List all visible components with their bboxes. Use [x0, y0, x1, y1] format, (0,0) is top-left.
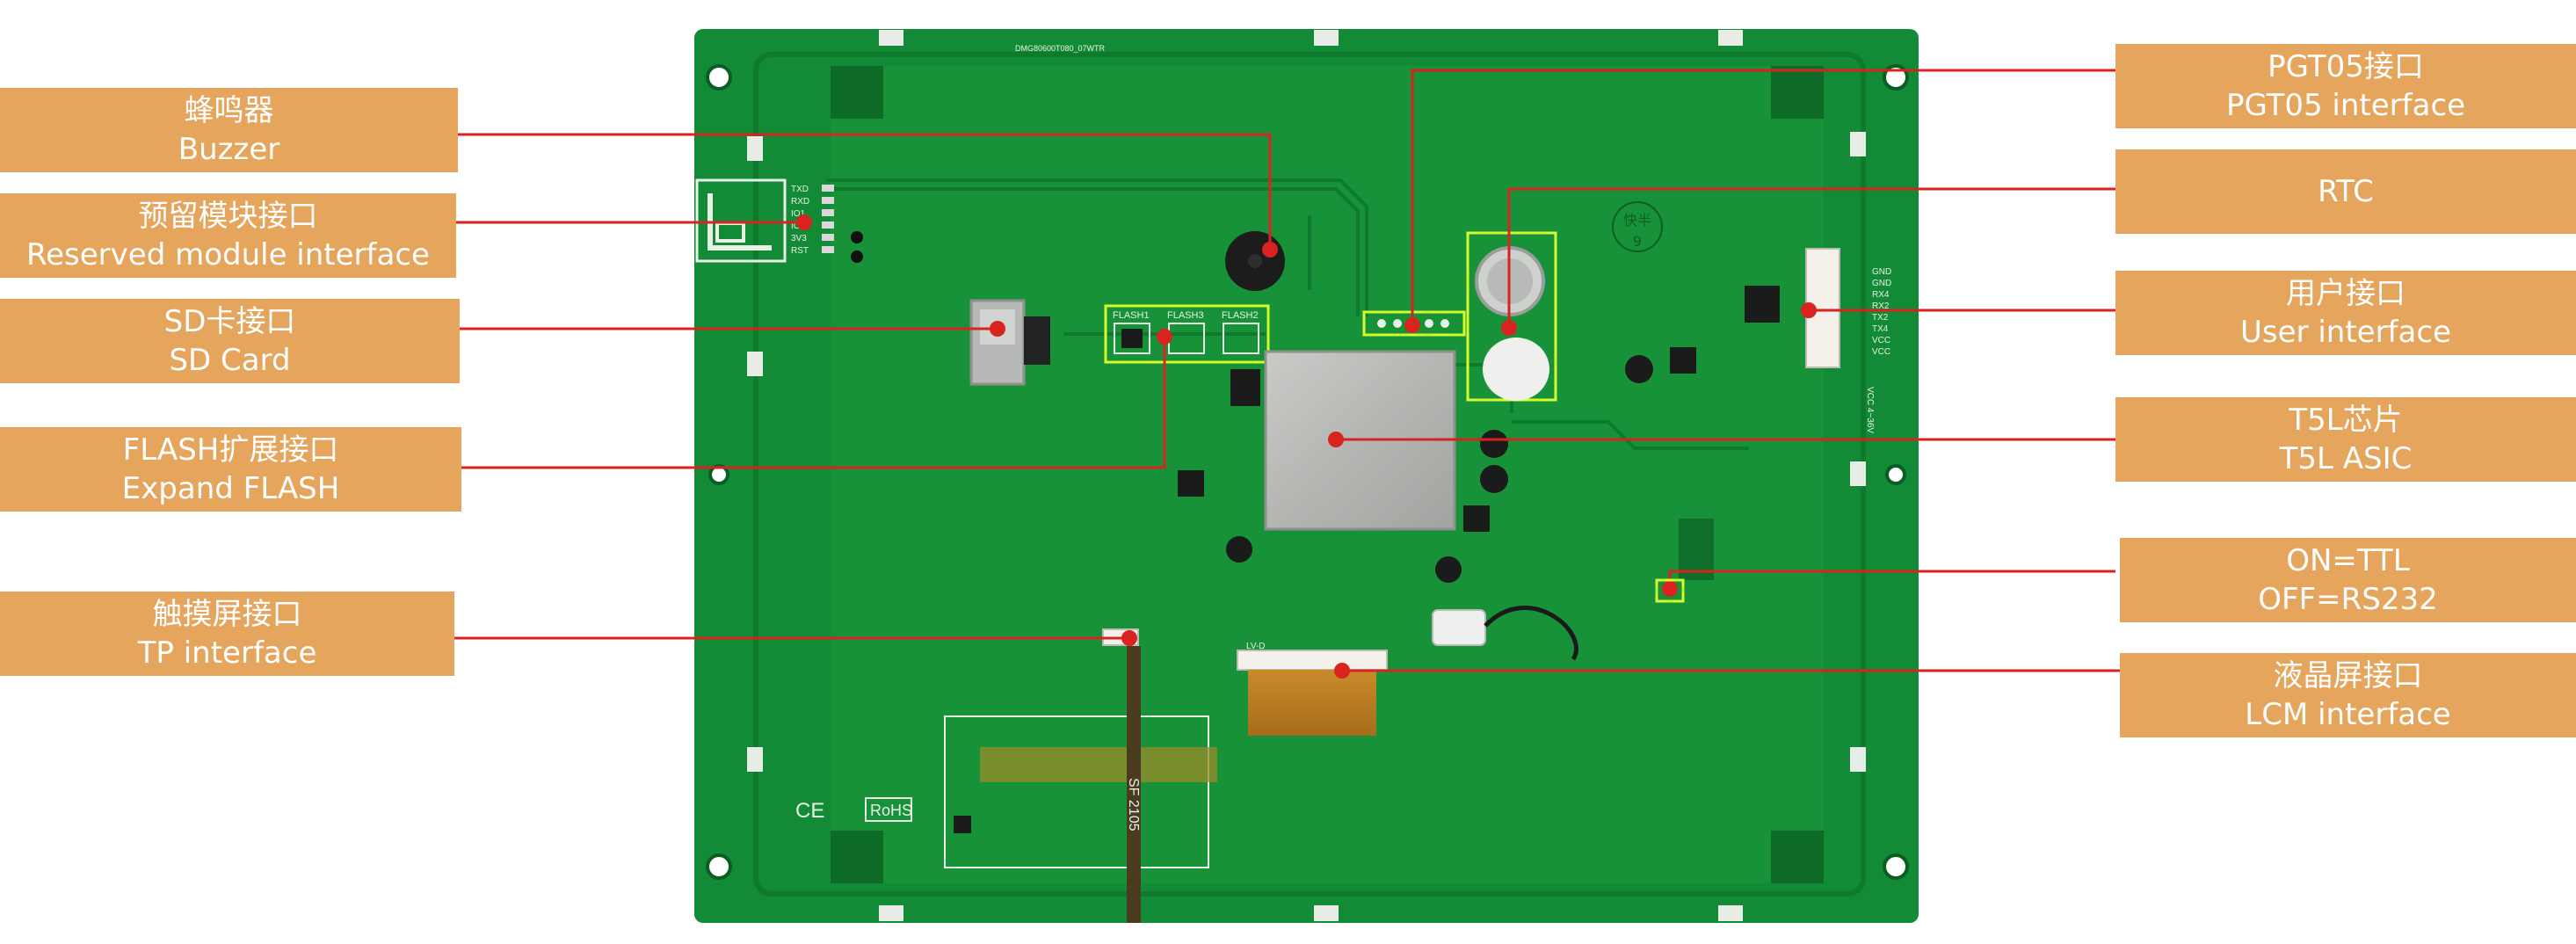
- fpc-outline: [944, 715, 1209, 868]
- vcc-label: VCC 4~36V: [1865, 387, 1875, 433]
- pin-label: GND: [1872, 267, 1891, 277]
- smd-part: [851, 251, 863, 263]
- callout-user-zh: 用户接口: [2286, 276, 2405, 311]
- callout-ttl-en: OFF=RS232: [2258, 582, 2438, 617]
- callout-sdcard-zh: SD卡接口: [163, 304, 296, 339]
- inspection-stamp: [1612, 201, 1663, 252]
- callout-t5l-en: T5L ASIC: [2279, 441, 2413, 476]
- pin-label: VCC: [1872, 347, 1890, 357]
- pin-label: TX2: [1872, 313, 1889, 323]
- callout-flash-zh: FLASH扩展接口: [122, 432, 339, 468]
- lcm-connector: LV-D: [1237, 642, 1388, 736]
- buzzer-component: [1225, 231, 1285, 291]
- callout-pgt05-zh: PGT05接口: [2268, 49, 2424, 84]
- pin-label: 3V3: [791, 234, 807, 243]
- callout-pgt05-en: PGT05 interface: [2225, 88, 2466, 123]
- callout-user: 用户接口 User interface: [2115, 271, 2576, 355]
- callout-lcm: 液晶屏接口 LCM interface: [2120, 653, 2576, 737]
- pcb-board: TXD RXD IO1 IO2 3V3 RST DMG80600T080_07W…: [694, 29, 1919, 923]
- power-components: [1178, 347, 1714, 583]
- flash-area: FLASH1 FLASH3 FLASH2: [1104, 304, 1270, 364]
- pin-label: TX4: [1872, 324, 1889, 334]
- smd-part: [851, 231, 863, 243]
- callout-buzzer-zh: 蜂鸣器: [184, 93, 274, 128]
- callout-tp-en: TP interface: [137, 635, 317, 671]
- pin-label: RST: [791, 246, 809, 256]
- pin-label: RX2: [1872, 301, 1890, 311]
- corner-pad: [1771, 831, 1824, 883]
- callout-sdcard: SD卡接口 SD Card: [0, 299, 460, 383]
- board-code: DMG80600T080_07WTR: [1015, 44, 1106, 53]
- callout-rtc: RTC: [2115, 149, 2576, 234]
- ic-chip: [1230, 369, 1260, 406]
- callout-reserved-en: Reserved module interface: [26, 237, 430, 272]
- callout-pgt05: PGT05接口 PGT05 interface: [2115, 44, 2576, 128]
- pin-label: TXD: [791, 185, 809, 194]
- flash2-label: FLASH2: [1222, 310, 1259, 321]
- callout-t5l: T5L芯片 T5L ASIC: [2115, 397, 2576, 482]
- leader-pgt05: [1411, 69, 2115, 325]
- rohs-mark: RoHS: [870, 802, 912, 819]
- flash1-label: FLASH1: [1113, 310, 1150, 321]
- callout-flash-en: Expand FLASH: [121, 471, 340, 506]
- pin-label: VCC: [1872, 336, 1890, 345]
- lcd-label: LV-D: [1246, 642, 1266, 651]
- pin-label: GND: [1872, 279, 1891, 288]
- callout-reserved: 预留模块接口 Reserved module interface: [0, 193, 456, 278]
- leader-lines: [454, 69, 2120, 672]
- rohs-box: [865, 797, 912, 822]
- callout-lcm-en: LCM interface: [2245, 697, 2451, 732]
- callout-rtc-zh: RTC: [2318, 174, 2374, 209]
- callout-ttl-zh: ON=TTL: [2286, 543, 2410, 578]
- corner-pad: [1771, 66, 1824, 119]
- stamp-number: 9: [1633, 233, 1642, 250]
- leader-buzzer: [458, 133, 1272, 250]
- leader-dots: [796, 214, 1817, 679]
- callout-ttl: ON=TTL OFF=RS232: [2120, 538, 2576, 622]
- callout-tp: 触摸屏接口 TP interface: [0, 592, 454, 676]
- ttl-switch: [1655, 578, 1685, 603]
- leader-flash: [461, 337, 1166, 469]
- stamp-text: 快半: [1623, 212, 1651, 229]
- callout-sdcard-en: SD Card: [169, 343, 291, 378]
- corner-pad: [831, 66, 883, 119]
- pin-label: IO1: [791, 209, 806, 219]
- sf-label: SF 2105: [1126, 778, 1141, 831]
- callout-t5l-zh: T5L芯片: [2289, 403, 2403, 438]
- callout-lcm-zh: 液晶屏接口: [2273, 658, 2423, 693]
- user-connector: GND GND RX4 RX2 TX2 TX4 VCC VCC VCC 4~36…: [1745, 248, 1891, 433]
- flash3-label: FLASH3: [1167, 310, 1204, 321]
- tape-strip: [980, 747, 1217, 782]
- battery-cable: [1484, 606, 1578, 661]
- callout-reserved-zh: 预留模块接口: [138, 199, 318, 234]
- pin-label: RXD: [791, 197, 809, 207]
- smd-part: [954, 816, 971, 833]
- battery-connector: [1432, 609, 1486, 646]
- pin-label: RX4: [1872, 290, 1890, 300]
- callout-buzzer-en: Buzzer: [178, 132, 280, 167]
- ce-mark: CE: [795, 799, 824, 823]
- callout-user-en: User interface: [2240, 315, 2451, 350]
- callout-flash: FLASH扩展接口 Expand FLASH: [0, 427, 461, 512]
- callout-tp-zh: 触摸屏接口: [152, 597, 302, 632]
- leader-rtc: [1507, 187, 2115, 328]
- edge-tabs: [747, 30, 1866, 921]
- corner-pad: [831, 831, 883, 883]
- callout-buzzer: 蜂鸣器 Buzzer: [0, 88, 458, 172]
